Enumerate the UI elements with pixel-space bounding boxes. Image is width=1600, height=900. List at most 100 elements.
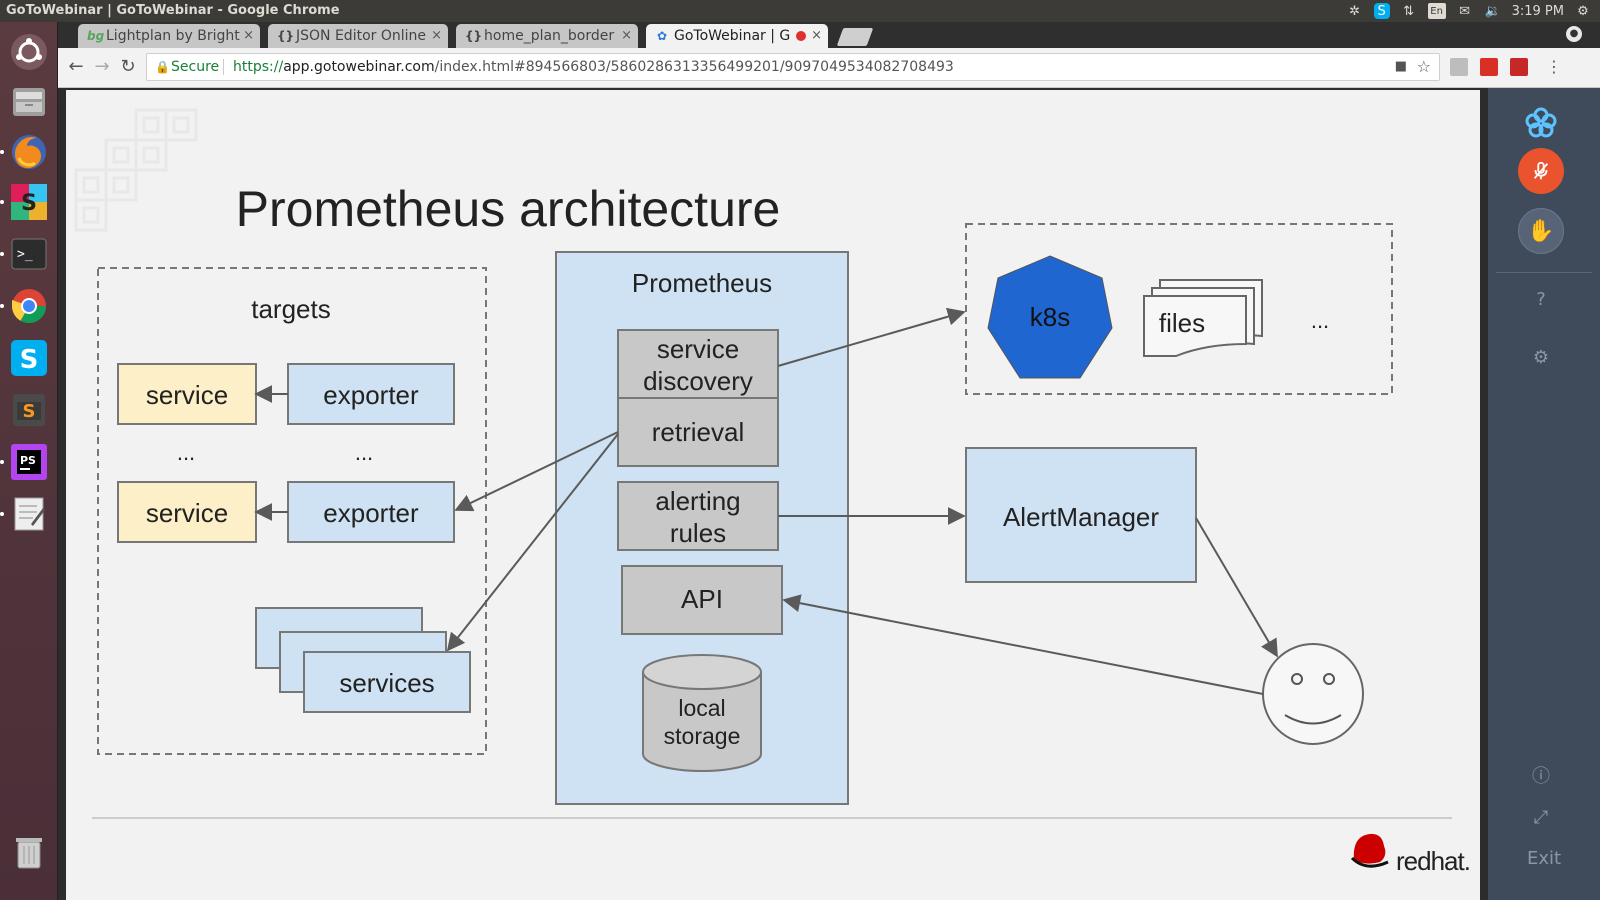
firefox-icon[interactable] (7, 130, 51, 174)
system-gear-icon[interactable]: ⚙ (1577, 3, 1589, 19)
help-icon[interactable]: ? (1536, 288, 1546, 310)
terminal-icon[interactable]: >_ (7, 232, 51, 276)
chrome-menu-icon[interactable]: ⋮ (1546, 57, 1562, 76)
gotowebinar-logo-icon (1524, 106, 1558, 140)
url-text[interactable]: https://app.gotowebinar.com/index.html#8… (233, 54, 954, 80)
trash-icon[interactable] (7, 830, 51, 874)
tab-home-plan[interactable]: {} home_plan_border × (456, 24, 638, 48)
user-to-api-arrow (782, 594, 1264, 695)
slide-title: Prometheus architecture (236, 181, 781, 237)
local-storage-line1: local (678, 695, 725, 721)
clock[interactable]: 3:19 PM (1511, 3, 1564, 19)
service-label-2: service (146, 498, 228, 528)
profile-icon[interactable]: ● (1566, 26, 1582, 42)
keyboard-layout-indicator[interactable]: En (1427, 3, 1446, 19)
raise-hand-button[interactable]: ✋ (1518, 208, 1564, 254)
service-box-2 (117, 481, 257, 543)
retrieval-to-services-arrow (446, 433, 619, 652)
pdf-extension-icon[interactable] (1480, 58, 1498, 76)
ubuntu-dash-icon[interactable] (7, 30, 51, 74)
exit-button[interactable]: Exit (1526, 848, 1562, 869)
volume-icon[interactable]: 🔉 (1484, 3, 1501, 19)
microphone-mute-button[interactable] (1518, 148, 1564, 194)
tab-close-icon[interactable]: × (621, 28, 632, 43)
retrieval-to-exporter-arrow (454, 431, 619, 512)
omnibox-separator (223, 59, 224, 75)
new-tab-button[interactable] (836, 28, 874, 46)
webinar-viewer: Prometheus architecture targets service … (58, 88, 1600, 900)
tab-close-icon[interactable]: × (243, 28, 254, 43)
tab-label: JSON Editor Online (296, 28, 426, 44)
fullscreen-icon[interactable]: ⤢ (1533, 806, 1549, 828)
phpstorm-icon[interactable]: PS (7, 440, 51, 484)
extension-icon[interactable] (1450, 58, 1468, 76)
tab-close-icon[interactable]: × (811, 28, 822, 43)
window-title: GoToWebinar | GoToWebinar - Google Chrom… (6, 3, 340, 18)
skype-icon[interactable]: S (7, 336, 51, 380)
tab-lightplan[interactable]: bg Lightplan by Bright × (78, 24, 260, 48)
files-icon[interactable] (7, 80, 51, 124)
redhat-logo: redhat. (1350, 833, 1471, 876)
svg-text:S: S (20, 345, 39, 375)
svg-text:S: S (23, 401, 36, 422)
exporter-ellipsis: ... (355, 440, 373, 465)
files-stack-icon (1143, 279, 1263, 357)
services-label: services (339, 668, 434, 698)
slack-icon[interactable]: S (7, 180, 51, 224)
hand-icon: ✋ (1527, 218, 1555, 244)
exporter-label-1: exporter (323, 380, 419, 410)
service-label-1: service (146, 380, 228, 410)
tab-label: home_plan_border (484, 28, 615, 44)
alertmanager-label: AlertManager (1003, 502, 1159, 532)
panel-divider (1496, 272, 1592, 273)
svg-text:S: S (21, 191, 37, 216)
mail-icon[interactable]: ✉ (1459, 3, 1471, 19)
slide-decoration (74, 108, 198, 232)
tab-close-icon[interactable]: × (431, 28, 442, 43)
lastpass-extension-icon[interactable] (1510, 58, 1528, 76)
bookmark-star-icon[interactable]: ☆ (1416, 57, 1431, 76)
settings-daemon-icon[interactable]: ✲ (1349, 3, 1361, 19)
exporter-label-2: exporter (323, 498, 419, 528)
redhat-wordmark: redhat. (1396, 846, 1470, 876)
chrome-icon[interactable] (7, 284, 51, 328)
alertmanager-box (965, 447, 1197, 583)
network-icon[interactable]: ⇅ (1403, 3, 1415, 19)
svg-text:PS: PS (20, 454, 36, 467)
microphone-icon (1533, 161, 1549, 180)
running-indicator (0, 252, 4, 256)
service-discovery-box (617, 329, 779, 399)
targets-group (97, 267, 487, 755)
tab-json-editor[interactable]: {} JSON Editor Online × (268, 24, 448, 48)
gotowebinar-favicon-icon: ✿ (656, 29, 668, 43)
tab-gotowebinar[interactable]: ✿ GoToWebinar | G × (646, 24, 828, 48)
exporter-box-1 (287, 363, 455, 425)
lightplan-favicon-icon: bg (87, 29, 105, 43)
text-editor-icon[interactable] (7, 492, 51, 536)
alerting-rules-line1: alerting (655, 486, 740, 516)
back-arrow-icon[interactable]: ← (68, 56, 84, 77)
targets-label: targets (251, 294, 331, 324)
address-bar[interactable]: 🔒 Secure https://app.gotowebinar.com/ind… (146, 53, 1440, 81)
info-icon[interactable]: ⓘ (1532, 766, 1550, 787)
settings-gear-icon[interactable]: ⚙ (1532, 346, 1550, 368)
exporter-box-2 (287, 481, 455, 543)
unity-launcher: S >_ S S PS (0, 22, 58, 900)
recording-indicator-icon (796, 31, 806, 41)
camera-icon[interactable]: ■ (1394, 59, 1407, 74)
architecture-diagram: Prometheus architecture targets service … (74, 108, 1471, 876)
local-storage-line2: storage (664, 723, 741, 749)
service-discovery-line2: discovery (643, 366, 753, 396)
skype-tray-icon[interactable]: S (1373, 3, 1390, 19)
secure-label: Secure (171, 59, 220, 75)
reload-icon[interactable]: ↻ (120, 56, 136, 77)
service-box-1 (117, 363, 257, 425)
indicator-area: ✲ S ⇅ En ✉ 🔉 3:19 PM ⚙ (1346, 2, 1592, 20)
api-box (621, 565, 783, 635)
forward-arrow-icon[interactable]: → (94, 56, 110, 77)
prometheus-label: Prometheus (632, 268, 772, 298)
sublime-text-icon[interactable]: S (7, 388, 51, 432)
url-path: /index.html#894566803/586028631335649920… (434, 59, 954, 75)
system-top-bar: GoToWebinar | GoToWebinar - Google Chrom… (0, 0, 1600, 22)
svg-text:>_: >_ (17, 247, 33, 262)
